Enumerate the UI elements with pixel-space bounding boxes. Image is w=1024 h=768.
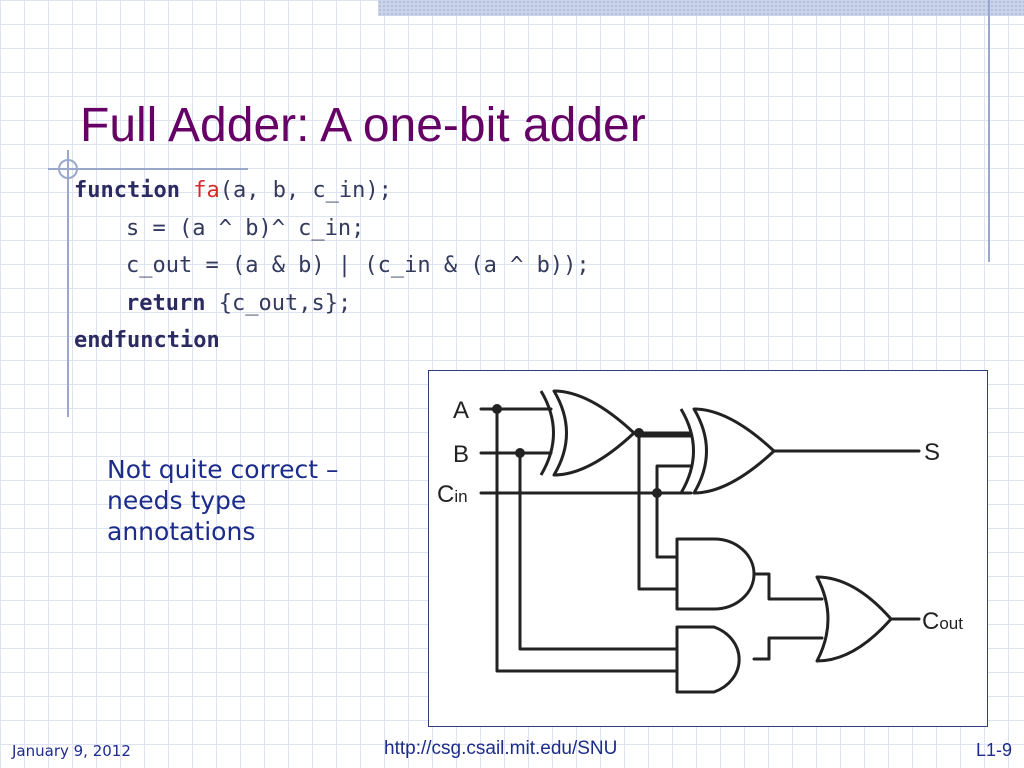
code-return-value: {c_out,s}; — [218, 290, 352, 316]
xor-gate-1-back — [539, 390, 555, 476]
xor-gate-1 — [552, 389, 636, 477]
full-adder-circuit-diagram: A B Cin S Cout — [428, 370, 988, 727]
code-sum-expr: s = (a ^ b)^ c_in; — [126, 215, 365, 241]
footer-date: January 9, 2012 — [12, 742, 131, 760]
code-line-1: function fa(a, b, c_in); — [74, 172, 590, 210]
wire-a-tap — [495, 407, 679, 673]
label-b: B — [453, 441, 469, 468]
left-horizontal-rule — [48, 168, 248, 170]
code-block: function fa(a, b, c_in); s = (a ^ b)^ c_… — [74, 172, 590, 360]
xor-gate-2-back — [679, 408, 695, 494]
and-gate-1 — [675, 537, 756, 611]
and-gate-2 — [675, 625, 741, 694]
xor-gate-2 — [692, 407, 776, 495]
rule-circle-ornament — [58, 159, 78, 179]
label-a: A — [453, 397, 469, 424]
code-line-5: endfunction — [74, 322, 590, 360]
label-cin: Cin — [437, 481, 468, 508]
wire-b-tap — [518, 451, 679, 651]
code-carry-expr: c_out = (a & b) | (c_in & (a ^ b)); — [126, 253, 590, 278]
code-line-3: c_out = (a & b) | (c_in & (a ^ b)); — [74, 247, 590, 285]
slide-title: Full Adder: A one-bit adder — [80, 99, 646, 152]
junction-a — [492, 404, 502, 414]
footer-page-number: L1-9 — [975, 740, 1012, 760]
code-line-4: return {c_out,s}; — [74, 285, 590, 323]
right-vertical-rule — [988, 0, 990, 262]
annotation-note: Not quite correct – needs type annotatio… — [107, 455, 339, 546]
label-cout: Cout — [922, 608, 963, 635]
code-function-name: fa — [193, 178, 220, 203]
wire-and2-out — [752, 636, 824, 661]
code-line-2: s = (a ^ b)^ c_in; — [74, 210, 590, 248]
junction-xor1 — [634, 428, 644, 438]
junction-cin — [652, 488, 662, 498]
label-s: S — [924, 439, 940, 466]
wire-and1-out — [752, 572, 824, 601]
code-keyword-return: return — [126, 290, 206, 316]
or-gate — [815, 575, 893, 663]
wire-xor1-to-and1 — [637, 431, 679, 591]
wire-cin-to-and1 — [655, 491, 679, 559]
code-keyword-endfunction: endfunction — [74, 328, 220, 353]
footer-url-link[interactable]: http://csg.csail.mit.edu/SNU — [384, 738, 618, 759]
junction-b — [515, 448, 525, 458]
left-vertical-rule — [67, 150, 69, 417]
code-keyword-function: function — [74, 178, 180, 203]
code-function-args: (a, b, c_in); — [219, 178, 392, 203]
wire-cin-to-xor2 — [655, 464, 693, 495]
top-decor-band — [378, 0, 1024, 16]
